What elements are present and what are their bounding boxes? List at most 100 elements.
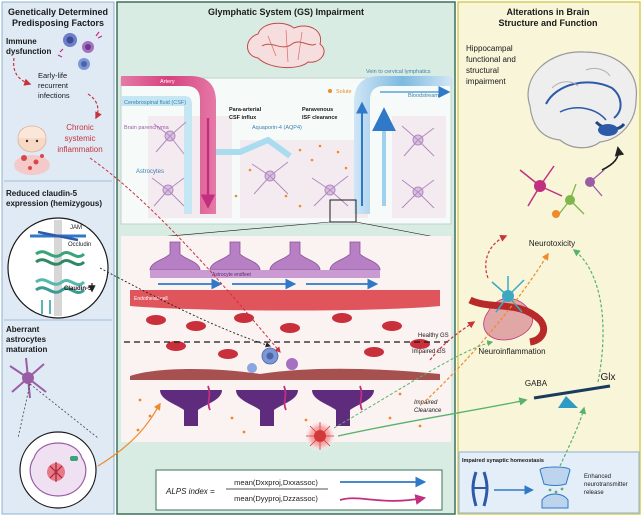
astrocyte-endfeet-label: Astrocyte endfeet bbox=[212, 272, 252, 278]
burst-to-balance-arrow bbox=[337, 397, 528, 437]
gs-to-neurotoxicity-orange bbox=[421, 252, 549, 405]
claudin-title-1: Reduced claudin-5 bbox=[6, 189, 78, 198]
impaired-endothelial bbox=[130, 368, 440, 380]
impaired-clearance-1: Impaired bbox=[414, 400, 438, 406]
right-title-1: Alterations in Brain bbox=[506, 7, 589, 17]
impaired-flow-arrows bbox=[207, 385, 363, 411]
burst-to-neuroinflammation-green bbox=[333, 340, 494, 429]
enhanced-3: release bbox=[584, 490, 604, 496]
endfeet-band bbox=[150, 270, 380, 278]
neurotoxicity-neurons-icon bbox=[519, 165, 605, 219]
enhanced-1: Enhanced bbox=[584, 474, 611, 480]
brain-vessels-icon bbox=[247, 22, 325, 68]
alps-denominator: mean(Dyyproj,Dzzassoc) bbox=[234, 494, 318, 503]
toxicity-to-hippo-arrow bbox=[601, 146, 625, 171]
zoom-box bbox=[329, 199, 357, 223]
hippo-1: Hippocampal bbox=[466, 44, 513, 53]
immune-cells-vessel bbox=[247, 347, 298, 373]
parenchyma-far-right bbox=[392, 116, 446, 218]
synapse-to-balance-green bbox=[559, 406, 587, 467]
astro-to-gs-arrow bbox=[97, 402, 161, 467]
healthy-endfeet bbox=[149, 241, 381, 271]
left-title-line2: Predisposing Factors bbox=[12, 18, 104, 28]
neurotoxicity-label: Neurotoxicity bbox=[529, 239, 575, 248]
solute-dot bbox=[328, 89, 332, 93]
hippo-4: impairment bbox=[466, 77, 506, 86]
csf-influx-flow bbox=[216, 136, 292, 159]
neurotoxic-burst bbox=[304, 420, 336, 452]
solute-label: Solute bbox=[336, 89, 352, 95]
astrocyte-detail-circle bbox=[19, 431, 97, 509]
aberrant-1: Aberrant bbox=[6, 325, 40, 334]
solute-particles bbox=[234, 144, 348, 208]
vein-label: Vein to cervical lymphatics bbox=[366, 69, 431, 75]
glx-label: Glx bbox=[601, 372, 616, 383]
neuroinflammation-to-neurotoxicity-arrow bbox=[485, 235, 508, 279]
alps-numerator: mean(Dxxproj,Dxxassoc) bbox=[234, 478, 318, 487]
balance-to-neurotoxicity-green bbox=[572, 249, 604, 383]
para-arterial-2: CSF influx bbox=[229, 115, 257, 121]
chronic-1: Chronic bbox=[66, 123, 94, 132]
endothelial-label: Endothelial cell bbox=[134, 296, 168, 302]
gs-to-neuroinflammation-arrow bbox=[429, 321, 476, 361]
brain-parenchyma-label: Brain parenchyma bbox=[124, 125, 170, 131]
paravenous-2: ISF clearance bbox=[302, 115, 337, 121]
hippo-2: functional and bbox=[466, 55, 516, 64]
healthy-gs-label: Healthy GS bbox=[418, 333, 449, 339]
alps-label: ALPS index = bbox=[165, 487, 215, 496]
immune-to-infection-arrow bbox=[13, 57, 32, 86]
artery-label: Artery bbox=[160, 79, 175, 85]
csf-channel bbox=[121, 96, 192, 214]
neuroinflammation-label: Neuroinflammation bbox=[478, 347, 545, 356]
tight-junction-diagram bbox=[7, 217, 109, 319]
immune-label-2: dysfunction bbox=[6, 47, 51, 56]
chromosome-icon bbox=[471, 471, 489, 507]
early-life-1: Early-life bbox=[38, 71, 67, 80]
astrocyte-zoom-lines bbox=[17, 383, 99, 439]
gaba-label: GABA bbox=[525, 379, 548, 388]
aberrant-2: astrocytes bbox=[6, 335, 47, 344]
jam-label: JAM bbox=[70, 225, 82, 231]
inflammation-to-gs-arrow bbox=[89, 157, 281, 353]
early-life-2: recurrent bbox=[38, 81, 69, 90]
neuroinflammation-icon bbox=[468, 276, 548, 346]
gaba-glx-balance-icon bbox=[533, 384, 611, 408]
impaired-endfeet bbox=[160, 390, 374, 426]
chronic-2: systemic bbox=[64, 134, 95, 143]
upper-astrocytes bbox=[151, 121, 435, 209]
infant-icon bbox=[14, 125, 50, 175]
center-title: Glymphatic System (GS) Impairment bbox=[208, 7, 364, 17]
parenchyma-right-region bbox=[240, 140, 368, 218]
claudin5-label: Claudin-5 bbox=[64, 286, 92, 292]
claudin-to-gs-arrow bbox=[99, 267, 272, 348]
para-arterial-1: Para-arterial bbox=[229, 107, 262, 113]
brain-sagittal-icon bbox=[527, 51, 637, 149]
impaired-clearance-2: Clearance bbox=[414, 408, 442, 414]
astrocytes-label: Astrocytes bbox=[136, 169, 164, 175]
right-title-2: Structure and Function bbox=[499, 18, 598, 28]
alps-box bbox=[155, 469, 443, 511]
impaired-gs-label: Impaired GS bbox=[412, 349, 446, 355]
immune-cells-icon bbox=[57, 31, 103, 70]
alps-pink-arrow bbox=[339, 494, 427, 505]
paravenous-1: Paravenous bbox=[302, 107, 333, 113]
chronic-3: inflammation bbox=[57, 145, 102, 154]
aberrant-3: maturation bbox=[6, 345, 47, 354]
bloodstream-label: Bloodstream bbox=[408, 93, 439, 99]
infection-to-inflammation-arrow bbox=[87, 93, 102, 120]
impaired-solute-particles bbox=[136, 392, 422, 434]
occludin-label: Occludin bbox=[68, 242, 91, 248]
enhanced-2: neurotransmitter bbox=[584, 482, 628, 488]
aquaporin-label: Aquaporin-4 (AQP4) bbox=[252, 125, 302, 131]
claudin-title-2: expression (hemizygous) bbox=[6, 199, 102, 208]
synapse-icon bbox=[539, 466, 571, 509]
left-title-line1: Genetically Determined bbox=[8, 7, 108, 17]
vein-vessel bbox=[354, 76, 451, 214]
endothelial-layer bbox=[130, 290, 440, 311]
synaptic-title: Impaired synaptic homeostasis bbox=[462, 458, 544, 464]
immune-label-1: Immune bbox=[6, 37, 37, 46]
hippo-3: structural bbox=[466, 66, 499, 75]
csf-label: Cerebrospinal fluid (CSF) bbox=[124, 100, 186, 106]
